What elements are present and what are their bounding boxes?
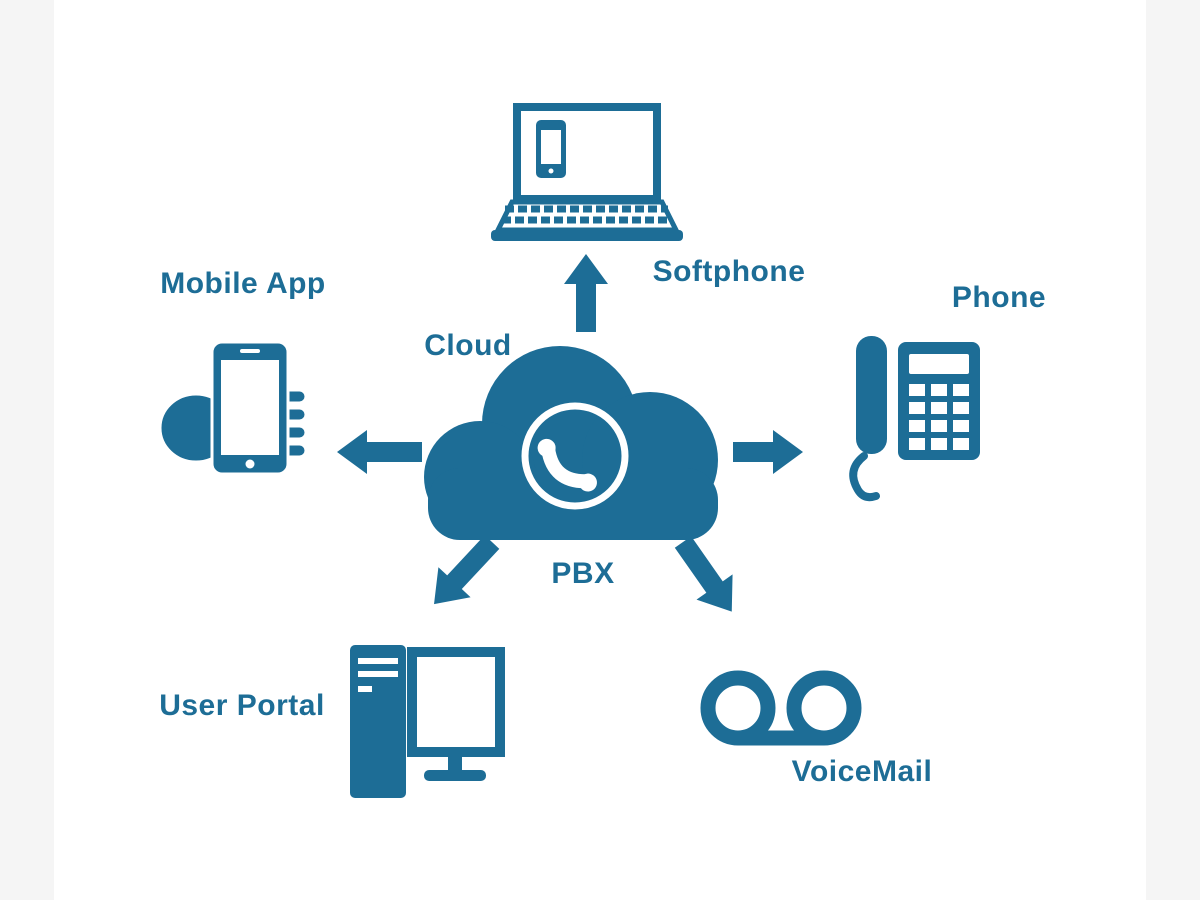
phone-handset-icon [537, 438, 597, 492]
arrow-left-icon [337, 430, 422, 474]
label-softphone: Softphone [652, 255, 806, 288]
desktop-computer-icon [350, 645, 505, 798]
hand-holding-smartphone-icon [158, 340, 308, 476]
smartphone-on-screen-icon [536, 120, 566, 178]
label-voicemail: VoiceMail [791, 755, 933, 788]
computer-tower-icon [350, 645, 406, 798]
left-edge-band [0, 0, 54, 900]
arrow-up-icon [564, 254, 608, 332]
arrow-down-left-icon [434, 535, 500, 605]
label-pbx: PBX [551, 557, 615, 590]
laptop-softphone-icon [491, 103, 683, 241]
desk-phone-icon [849, 336, 980, 502]
label-phone: Phone [951, 281, 1047, 314]
arrow-down-right-icon [674, 536, 733, 612]
label-cloud: Cloud [424, 329, 512, 362]
label-user-portal: User Portal [159, 689, 325, 722]
label-mobile-app: Mobile App [160, 267, 326, 300]
keypad-icon [909, 384, 969, 450]
arrow-right-icon [733, 430, 803, 474]
cloud-icon [424, 346, 718, 540]
voicemail-reels-icon [700, 670, 862, 746]
right-edge-band [1146, 0, 1200, 900]
